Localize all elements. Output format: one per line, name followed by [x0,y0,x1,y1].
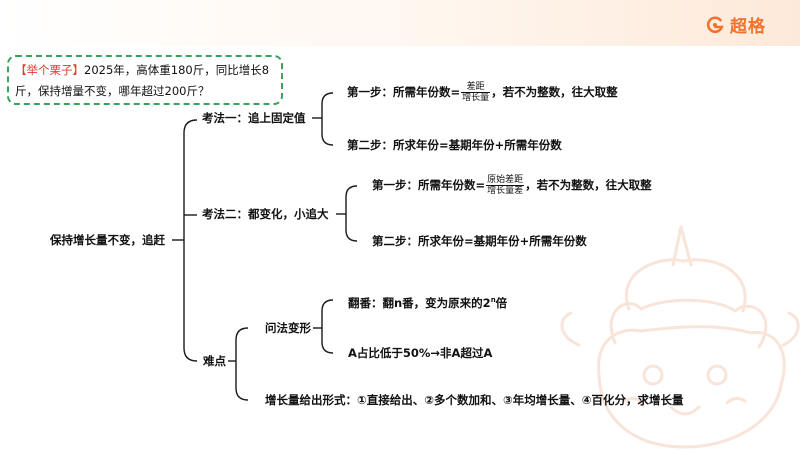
method1-step1-fraction: 差距增长量 [461,82,491,103]
method2-step2: 第二步：所求年份=基期年份+所需年份数 [372,234,587,248]
top-bar: 超格 [0,0,800,46]
brand-logo-icon [706,15,724,33]
method2-step1-fraction: 原始差距增长量差 [486,175,525,196]
difficulty-title: 难点 [203,354,226,368]
method1-step1-suffix: ，若不为整数，往大取整 [491,85,618,99]
method2-step1-suffix: ，若不为整数，往大取整 [525,178,652,192]
method1-step1-prefix: 第一步：所需年份数= [347,85,461,99]
method1-step2: 第二步：所求年份=基期年份+所需年份数 [347,138,562,152]
method2-step1-numerator: 原始差距 [486,175,525,186]
method2-step1-prefix: 第一步：所需年份数= [372,178,486,192]
example-tag: 【举个栗子】 [15,63,84,77]
variant-item-doubling-prefix: 翻番：翻n番，变为原来的2 [348,295,491,310]
brand-logo: 超格 [705,12,766,37]
method1-step1-denominator: 增长量 [462,93,490,103]
variant-item-doubling: 翻番：翻n番，变为原来的2n倍 [348,292,507,311]
brand-name: 超格 [730,17,766,37]
example-text: 2025年，高体重180斤，同比增长8斤，保持增量不变，哪年超过200斤？ [15,63,270,98]
variant-item-share: A占比低于50%→非A超过A [348,346,493,360]
variant-item-doubling-suffix: 倍 [495,295,508,310]
root-node: 保持增长量不变，追赶 [50,233,165,247]
method1-title: 考法一：追上固定值 [202,111,306,125]
unicorn-mascot-icon [560,225,800,449]
method2-step1: 第一步：所需年份数=原始差距增长量差，若不为整数，往大取整 [372,175,652,196]
example-box: 【举个栗子】2025年，高体重180斤，同比增长8斤，保持增量不变，哪年超过20… [7,55,283,105]
growth-forms: 增长量给出形式：①直接给出、②多个数加和、③年均增长量、④百化分，求增长量 [265,393,684,407]
method2-title: 考法二：都变化，小追大 [202,207,329,221]
method2-step1-denominator: 增长量差 [487,186,524,196]
variant-title: 问法变形 [265,321,311,335]
variant-item-doubling-exponent: n [490,296,496,304]
method1-step1: 第一步：所需年份数=差距增长量，若不为整数，往大取整 [347,82,618,103]
method1-step1-numerator: 差距 [461,82,491,93]
